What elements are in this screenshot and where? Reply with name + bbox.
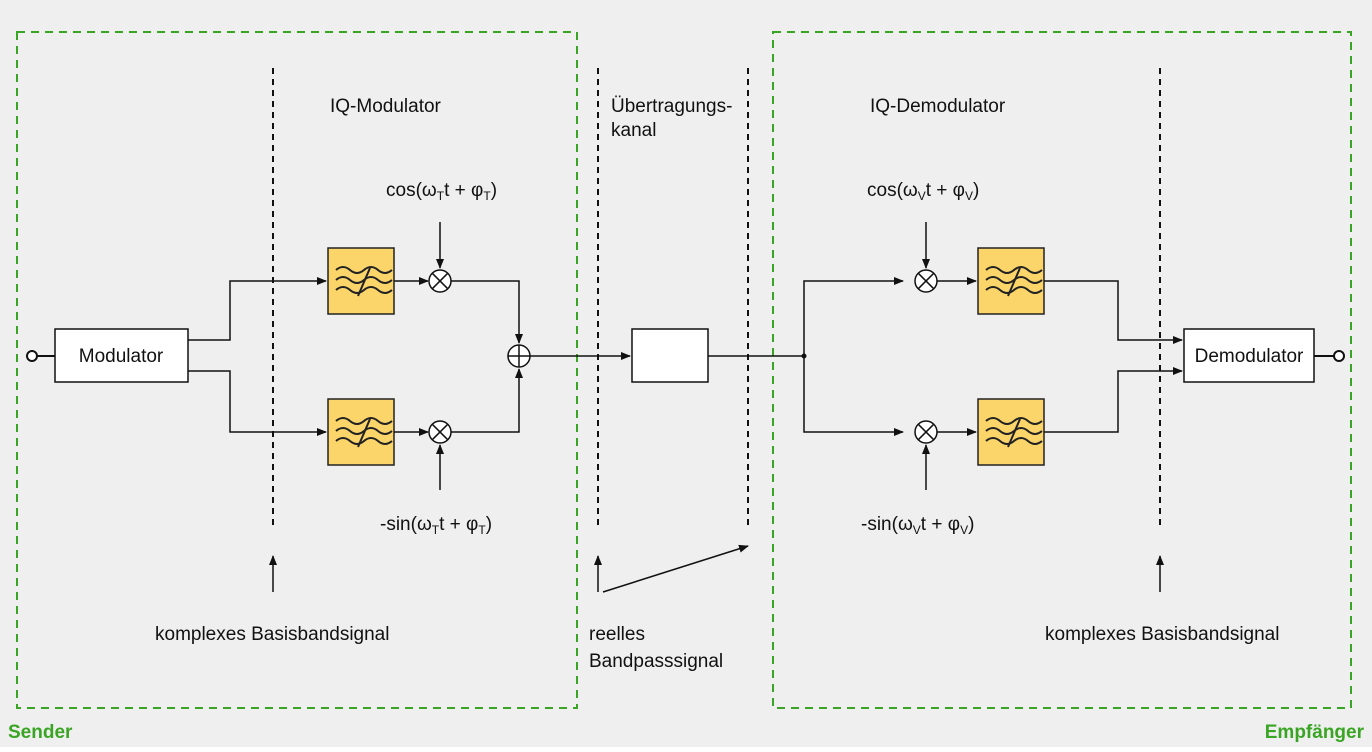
rx-baseband-label: komplexes Basisbandsignal xyxy=(1045,624,1279,645)
channel-bandpass-arrow-right xyxy=(602,544,749,593)
bandpass-label-line1: reelles xyxy=(589,624,645,645)
channel-title-line2: kanal xyxy=(611,120,656,141)
modulator-label: Modulator xyxy=(79,346,164,367)
sender-frame xyxy=(16,31,578,709)
demodulator-label: Demodulator xyxy=(1195,346,1304,367)
tx-q-multiplier-icon xyxy=(428,420,452,444)
bandpass-label-line2: Bandpasssignal xyxy=(589,651,723,672)
rx-q-multiplier-icon xyxy=(914,420,938,444)
tx-cos-carrier-label: cos(ωTt + φT) xyxy=(386,180,497,203)
rx-cos-carrier-label: cos(ωVt + φV) xyxy=(867,180,979,203)
iq-demodulator-title: IQ-Demodulator xyxy=(870,96,1006,117)
channel-title-line1: Übertragungs- xyxy=(611,96,732,117)
rx-sin-carrier-label: -sin(ωVt + φV) xyxy=(861,514,974,537)
receiver-label: Empfänger xyxy=(1265,722,1365,743)
tx-q-filter-icon xyxy=(327,398,395,466)
tx-i-filter-icon xyxy=(327,247,395,315)
rx-q-filter-icon xyxy=(977,398,1045,466)
tx-sin-carrier-label: -sin(ωTt + φT) xyxy=(380,514,492,537)
iq-modulator-title: IQ-Modulator xyxy=(330,96,442,117)
adder-icon xyxy=(507,344,531,368)
rx-i-multiplier-icon xyxy=(914,269,938,293)
input-terminal xyxy=(26,350,38,362)
demodulator-block xyxy=(1183,328,1315,383)
receiver-frame xyxy=(772,31,1352,709)
channel-block xyxy=(631,328,709,383)
rx-i-filter-icon xyxy=(977,247,1045,315)
tx-baseband-label: komplexes Basisbandsignal xyxy=(155,624,389,645)
tx-i-multiplier-icon xyxy=(428,269,452,293)
output-terminal xyxy=(1333,350,1345,362)
modulator-block xyxy=(54,328,189,383)
sender-label: Sender xyxy=(8,722,73,743)
